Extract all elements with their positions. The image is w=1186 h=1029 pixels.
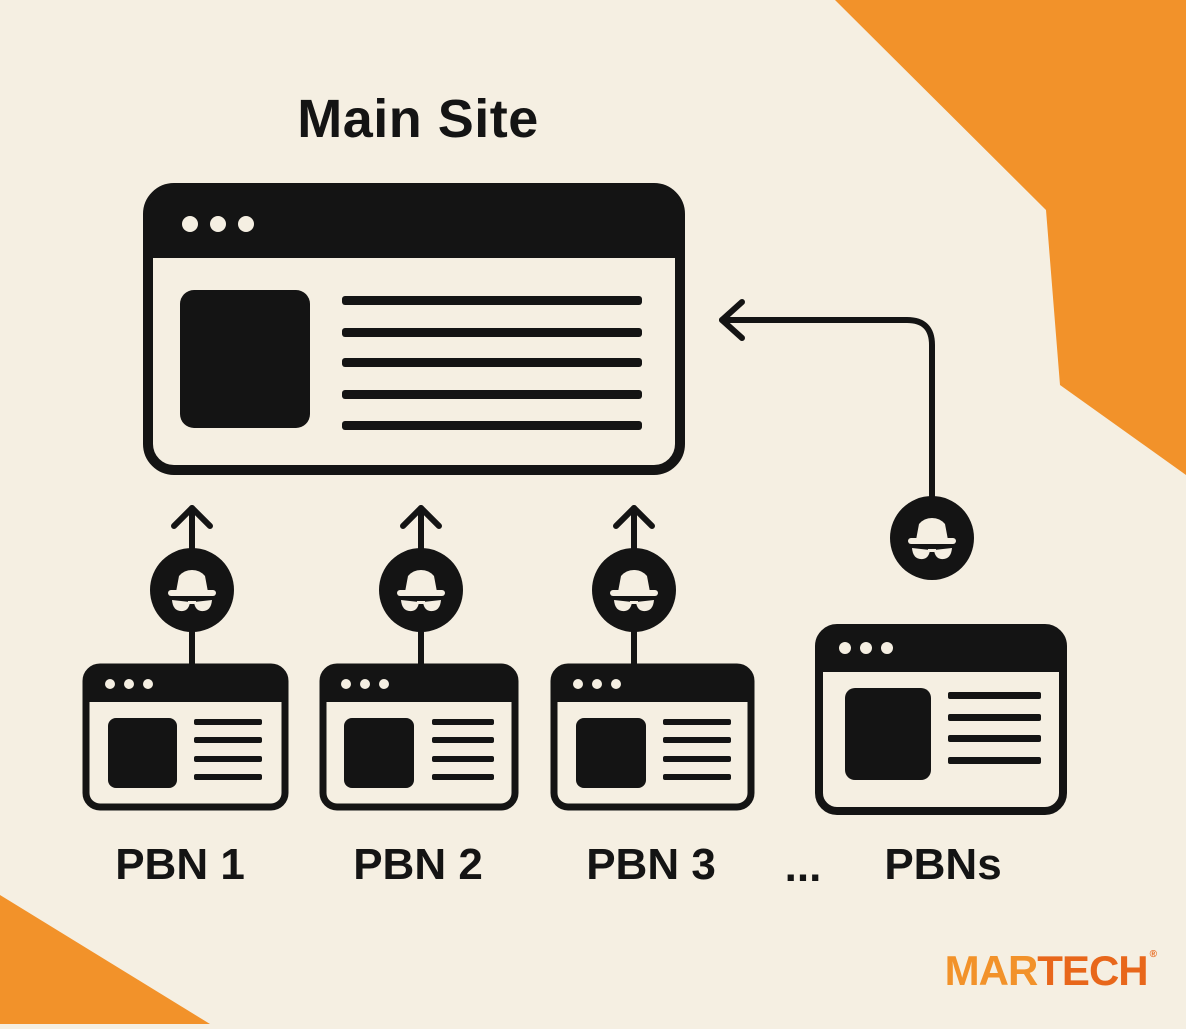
- pbn1-label: PBN 1: [115, 840, 245, 889]
- incognito-spy-icon: [890, 496, 974, 580]
- logo-part-mar: MAR: [944, 947, 1039, 994]
- incognito-spy-icon: [150, 548, 234, 632]
- pbns-label: PBNs: [884, 840, 1002, 889]
- main-site-title: Main Site: [297, 89, 539, 149]
- pbn3-window: [550, 663, 755, 811]
- logo-part-tech: TECH: [1037, 947, 1148, 994]
- pbn3-label: PBN 3: [586, 840, 716, 889]
- pbns-window: [815, 624, 1067, 815]
- main-site-window: [143, 183, 685, 475]
- incognito-spy-icon: [592, 548, 676, 632]
- curved-arrow: [719, 299, 935, 503]
- incognito-spy-icon: [379, 548, 463, 632]
- pbn1-window: [82, 663, 289, 811]
- pbn2-label: PBN 2: [353, 840, 483, 889]
- martech-logo: MARTECH®: [944, 947, 1157, 994]
- top-right-orange-shape: [835, 0, 1186, 475]
- bottom-left-orange-shape: [0, 895, 210, 1024]
- pbn2-window: [319, 663, 519, 811]
- ellipsis-label: ...: [784, 842, 822, 891]
- logo-trademark: ®: [1149, 949, 1157, 960]
